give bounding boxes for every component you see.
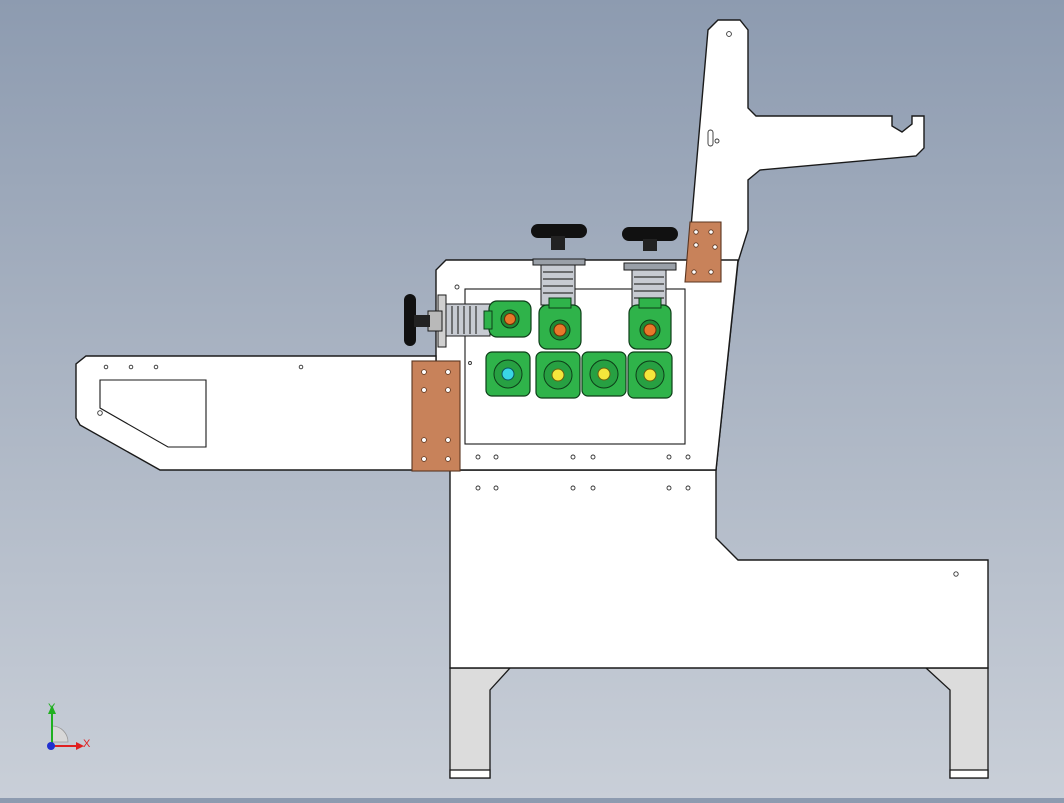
vertical-adjuster-1 [531,224,587,306]
handwheel-knob-icon[interactable] [622,227,678,251]
flange-bearing-icon [627,351,673,399]
bearing-block-icon [483,300,532,338]
side-adjuster-assembly [404,294,491,348]
copper-bracket-right [684,221,722,283]
bearing-block-icon [628,297,672,350]
infeed-table-cutout [99,379,207,448]
coordinate-triad: Y X [47,702,91,750]
main-frame-plate [449,469,989,669]
flange-bearing-icon [581,351,627,397]
triad-y-label: Y [48,702,56,714]
flange-bearing-icon [485,351,531,397]
handwheel-knob-icon[interactable] [404,294,430,346]
frame-legs [449,667,989,779]
triad-x-label: X [83,738,91,750]
flange-bearing-icon [535,351,581,399]
mounting-holes [97,31,959,577]
bearing-block-icon [538,297,582,350]
copper-bracket-left [411,360,461,472]
handwheel-knob-icon[interactable] [531,224,587,250]
upright-arm-plate [687,19,925,471]
